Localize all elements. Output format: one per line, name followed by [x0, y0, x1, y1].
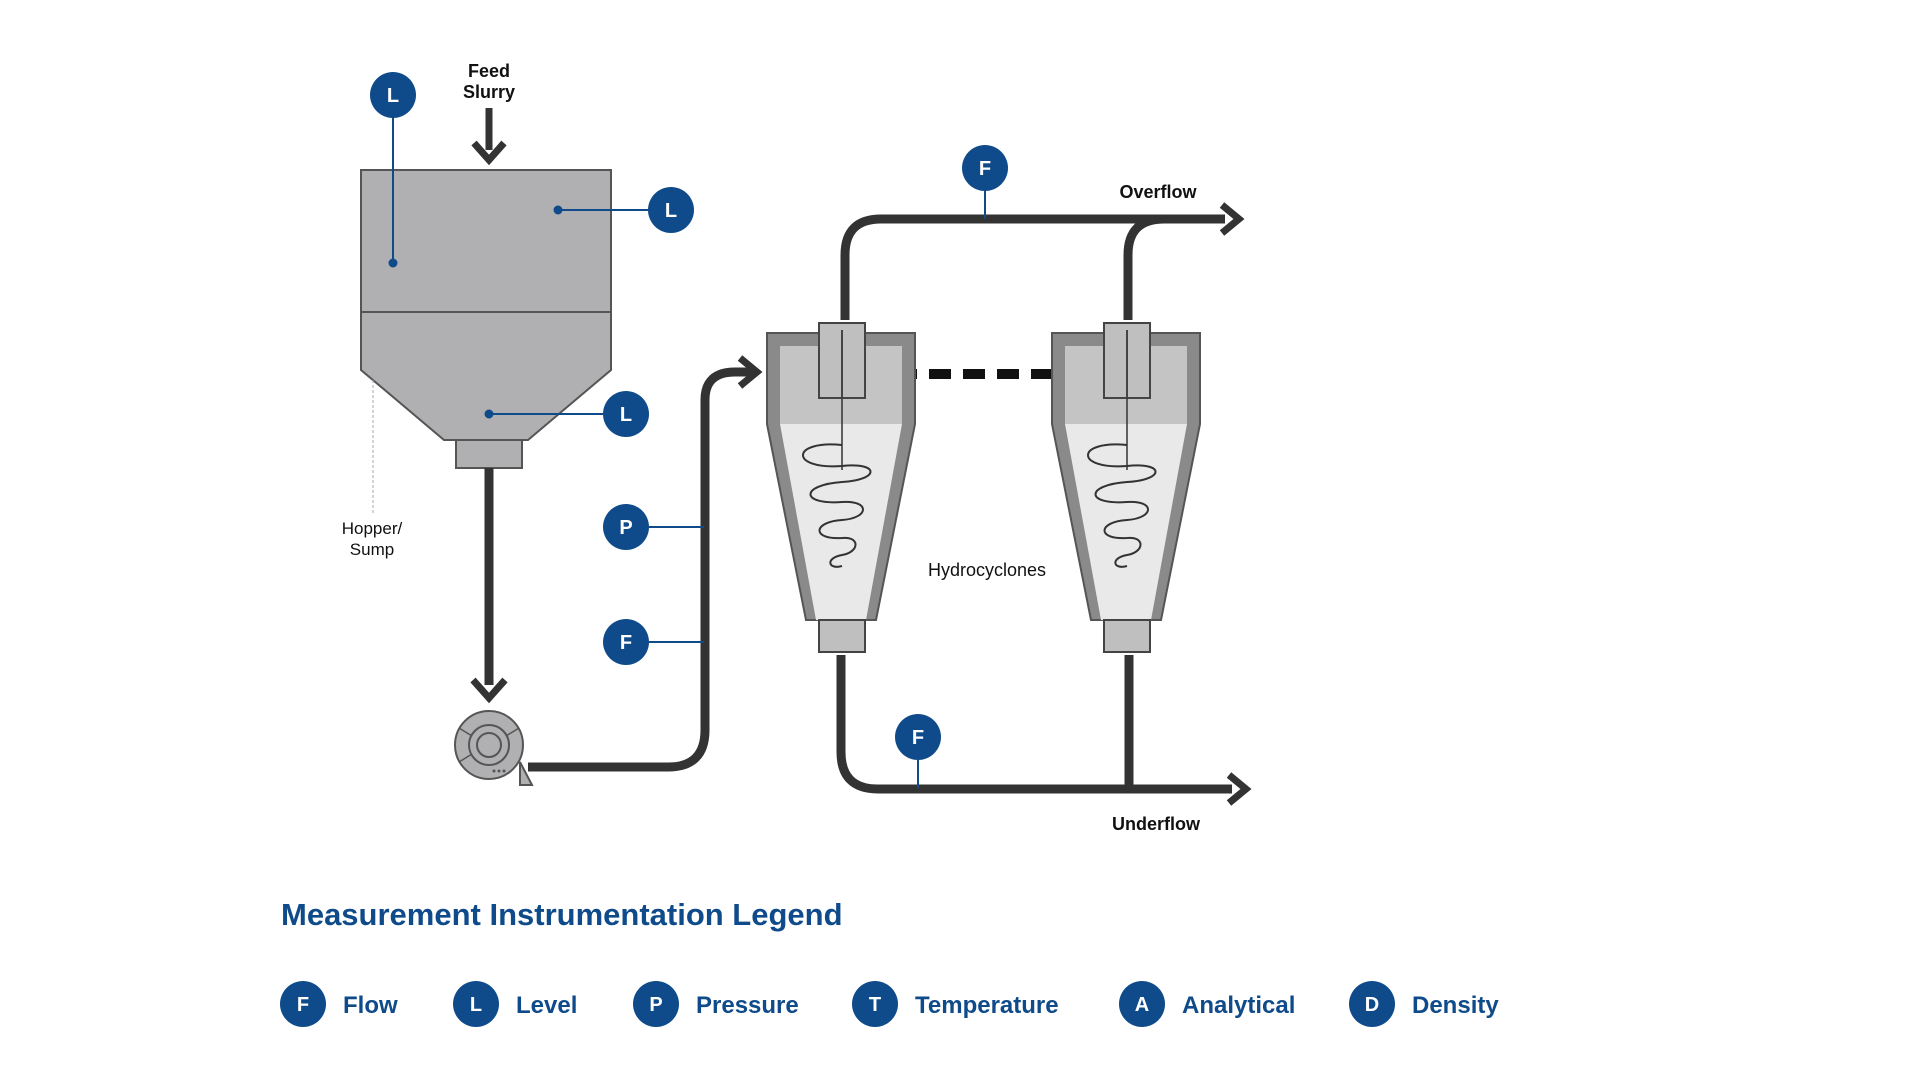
instrument-flow-underflow[interactable]: F	[895, 714, 941, 760]
flow-instrument-icon	[962, 145, 1008, 191]
temperature-legend-icon	[852, 981, 898, 1027]
svg-text:Pressure: Pressure	[696, 992, 799, 1019]
instrument-flow-feed[interactable]: F	[603, 619, 649, 665]
svg-text:L: L	[620, 404, 632, 426]
svg-text:T: T	[869, 994, 881, 1016]
hopper-cone-section	[360, 311, 612, 441]
feed-label-line2: Slurry	[463, 82, 515, 102]
pipe-overflow-cyclone2	[1123, 214, 1165, 320]
svg-text:L: L	[470, 994, 482, 1016]
svg-text:F: F	[912, 727, 924, 749]
flow-instrument-icon	[895, 714, 941, 760]
svg-text:Flow: Flow	[343, 992, 398, 1019]
svg-text:F: F	[297, 994, 309, 1016]
feed-label-line1: Feed	[468, 61, 510, 81]
underflow-arrowhead	[1226, 772, 1252, 806]
cyclone-feed-arrowhead	[737, 355, 763, 389]
svg-text:F: F	[620, 632, 632, 654]
overflow-arrowhead	[1219, 202, 1245, 236]
legend-item-temperature: T Temperature	[852, 981, 1059, 1027]
svg-text:L: L	[387, 85, 399, 107]
underflow-label: Underflow	[1112, 814, 1201, 834]
hydrocyclones-label: Hydrocyclones	[928, 560, 1046, 580]
svg-text:D: D	[1365, 994, 1379, 1016]
density-legend-icon	[1349, 981, 1395, 1027]
legend-title: Measurement Instrumentation Legend	[281, 897, 843, 932]
hopper-upper-section	[360, 169, 612, 313]
svg-text:P: P	[619, 517, 632, 539]
overflow-label: Overflow	[1119, 182, 1197, 202]
instrument-level-hopper-cone[interactable]: L	[603, 391, 649, 437]
legend-item-analytical: A Analytical	[1119, 981, 1295, 1027]
legend-item-flow: F Flow	[280, 981, 398, 1027]
level-instrument-icon	[648, 187, 694, 233]
pipe-overflow-cyclone1	[840, 214, 1225, 320]
legend-item-level: L Level	[453, 981, 577, 1027]
instrument-flow-overflow[interactable]: F	[962, 145, 1008, 191]
instrument-leaders	[388, 117, 986, 788]
svg-text:L: L	[665, 200, 677, 222]
hydrocyclone-1	[766, 322, 916, 653]
svg-text:Density: Density	[1412, 992, 1499, 1019]
hopper-label-line2: Sump	[350, 540, 394, 559]
legend-item-pressure: P Pressure	[633, 981, 799, 1027]
level-legend-icon	[453, 981, 499, 1027]
flow-legend-icon	[280, 981, 326, 1027]
svg-text:Analytical: Analytical	[1182, 992, 1295, 1019]
level-instrument-icon	[603, 391, 649, 437]
hopper-sump	[360, 169, 612, 469]
hydrocyclone-2	[1051, 322, 1201, 653]
flow-instrument-icon	[603, 619, 649, 665]
instrument-level-hopper-side[interactable]: L	[648, 187, 694, 233]
pipes	[470, 202, 1252, 806]
hopper-label-line1: Hopper/	[342, 519, 403, 538]
svg-text:Level: Level	[516, 992, 577, 1019]
analytical-legend-icon	[1119, 981, 1165, 1027]
svg-text:P: P	[649, 994, 662, 1016]
pipe-underflow-cyclone1	[836, 655, 1232, 794]
pump-inlet-arrowhead	[470, 677, 508, 704]
pipe-pump-to-cyclone	[528, 367, 753, 772]
svg-text:A: A	[1135, 994, 1149, 1016]
pressure-instrument-icon	[603, 504, 649, 550]
svg-text:Temperature: Temperature	[915, 992, 1059, 1019]
slurry-pump	[454, 710, 534, 786]
hopper-outlet	[455, 439, 523, 469]
pressure-legend-icon	[633, 981, 679, 1027]
legend-item-density: D Density	[1349, 981, 1499, 1027]
instrument-level-hopper-top[interactable]: L	[370, 72, 416, 118]
svg-text:F: F	[979, 158, 991, 180]
level-instrument-icon	[370, 72, 416, 118]
instrument-pressure-feed[interactable]: P	[603, 504, 649, 550]
feed-arrow	[471, 108, 507, 166]
